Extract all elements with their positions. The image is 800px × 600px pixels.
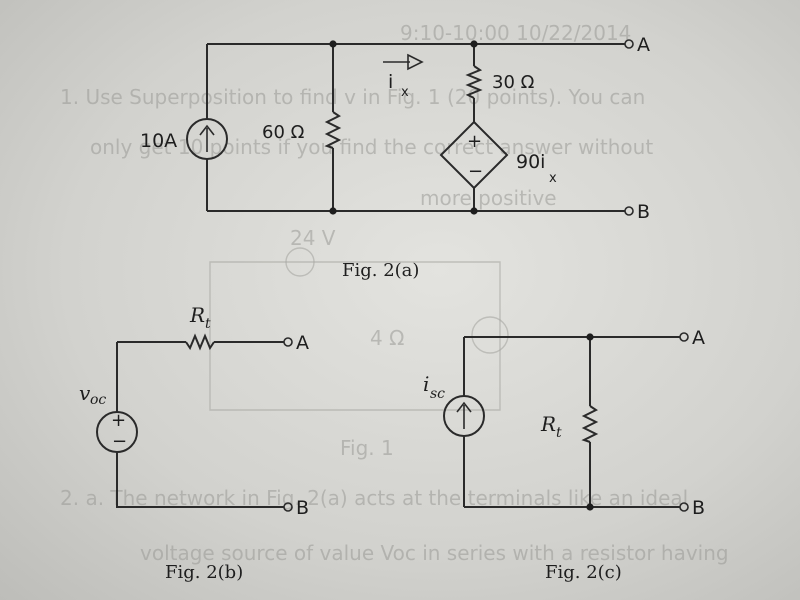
fig2c-caption: Fig. 2(c) [545, 562, 622, 583]
fig2a-current-label: i [388, 71, 393, 93]
bleed-line-4: more positive [420, 186, 557, 210]
fig2c-node [586, 503, 594, 511]
background-bleed-through: 9:10-10:00 10/22/2014 1. Use Superpositi… [60, 21, 729, 565]
fig2b-left-bottom-wire [116, 342, 284, 508]
fig2b-resistor: R t [185, 303, 215, 351]
fig2a-node [329, 207, 337, 215]
fig2a-resistor-60: 60 Ω [262, 111, 342, 149]
fig2b-resistor-label: R [189, 303, 205, 327]
fig2b-terminal-a [283, 337, 293, 347]
fig2c-node [586, 333, 594, 341]
fig2a-current-source: 10A [140, 118, 228, 160]
fig2b-terminal-a-label: A [296, 332, 309, 354]
bleed-line-5: 24 V [290, 226, 336, 250]
fig2a-current-indicator: i x [383, 53, 424, 100]
figure-2b: R t + − v oc A B Fig. 2(b) [79, 303, 309, 583]
fig2c-current-source: i sc [423, 372, 485, 437]
fig2a-dep-minus: − [468, 161, 483, 182]
fig2a-node [329, 40, 337, 48]
fig2c-terminal-b [679, 502, 689, 512]
fig2b-caption: Fig. 2(b) [165, 562, 243, 583]
fig2b-voltage-source: + − v oc [79, 381, 138, 453]
fig2a-terminal-b [624, 206, 634, 216]
fig2c-source-sub: sc [430, 386, 445, 402]
bleed-source [285, 247, 315, 277]
fig2c-resistor: R t [540, 405, 599, 443]
fig2b-minus: − [112, 431, 127, 452]
fig2a-current-label-sub: x [401, 85, 409, 100]
fig2a-node [470, 40, 478, 48]
fig2b-source-sub: oc [90, 392, 106, 408]
fig2c-terminal-b-label: B [692, 497, 705, 519]
fig2a-current-source-label: 10A [140, 130, 177, 152]
fig2b-resistor-sub: t [205, 316, 211, 332]
fig2a-terminal-b-label: B [637, 201, 650, 223]
figure-2a: 10A 60 Ω 30 Ω + − 90i x i x [140, 34, 650, 281]
bleed-line-3: only get 10 points if you find the corre… [90, 135, 653, 159]
fig2a-dep-source-label: 90i [516, 151, 545, 173]
bleed-source-2 [471, 316, 509, 354]
fig2b-terminal-b-label: B [296, 497, 309, 519]
fig2a-terminal-a [624, 39, 634, 49]
figure-2c: i sc R t A B Fig. 2(c) [423, 327, 705, 583]
bleed-line-7: Fig. 1 [340, 436, 394, 460]
fig2a-resistor-30: 30 Ω [465, 65, 535, 99]
fig2a-resistor-60-label: 60 Ω [262, 122, 305, 143]
fig2a-node [470, 207, 478, 215]
fig2c-resistor-label: R [540, 412, 556, 436]
fig2b-source-label: v [79, 381, 91, 405]
fig2c-source-label: i [423, 372, 429, 396]
fig2a-dep-source-sub: x [549, 171, 557, 186]
fig2c-terminal-a [679, 332, 689, 342]
fig2a-resistor-30-label: 30 Ω [492, 72, 535, 93]
bleed-line-6: 4 Ω [370, 326, 404, 350]
bleed-circuit-outline [209, 261, 501, 411]
fig2c-resistor-sub: t [556, 425, 562, 441]
fig2a-terminal-a-label: A [637, 34, 650, 56]
bleed-line-9: voltage source of value Voc in series wi… [140, 541, 729, 565]
fig2b-terminal-b [283, 502, 293, 512]
fig2a-dep-plus: + [467, 131, 482, 152]
fig2c-terminal-a-label: A [692, 327, 705, 349]
fig2a-caption: Fig. 2(a) [342, 260, 419, 281]
fig2b-plus: + [111, 410, 126, 431]
bleed-line-2: 1. Use Superposition to find v in Fig. 1… [60, 85, 645, 109]
bleed-line-1: 9:10-10:00 10/22/2014 [400, 21, 631, 45]
fig2a-dependent-source: + − 90i x [439, 120, 557, 190]
